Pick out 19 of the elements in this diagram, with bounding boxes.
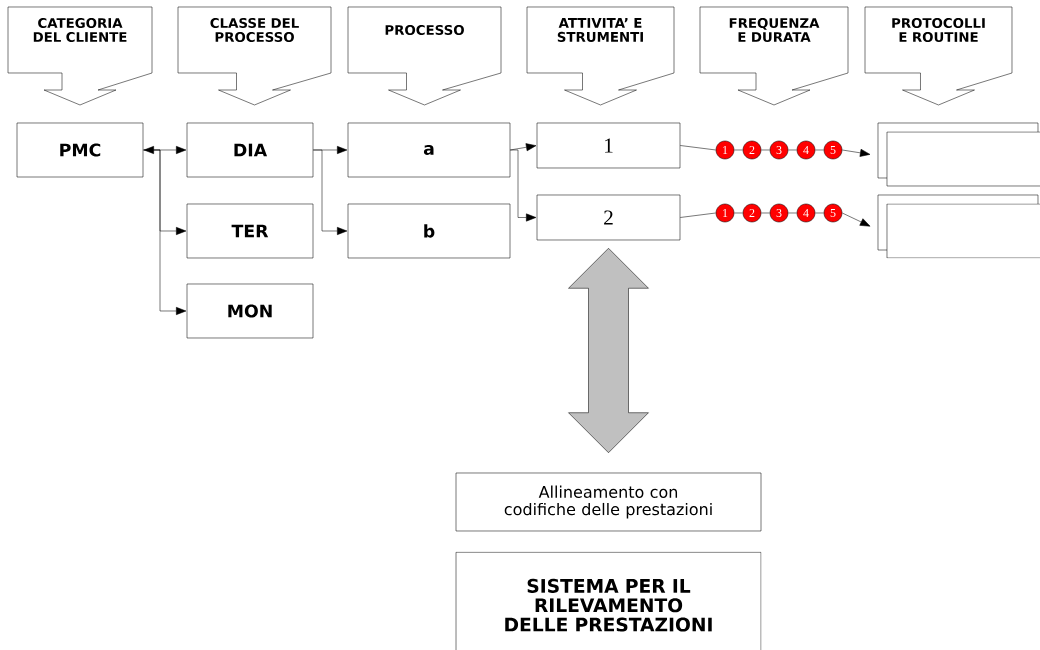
process-box: MON bbox=[186, 283, 314, 339]
connector-arrow bbox=[842, 148, 871, 157]
process-box: TER bbox=[186, 203, 314, 259]
process-box: a bbox=[347, 122, 511, 178]
connector-arrow bbox=[313, 149, 348, 235]
process-box: PMC bbox=[16, 122, 144, 178]
process-box: Allineamento con codifiche delle prestazioni bbox=[455, 472, 762, 532]
process-box: b bbox=[347, 203, 511, 259]
process-box: 2 bbox=[536, 194, 681, 241]
stacked-box bbox=[877, 122, 1040, 187]
stacked-box bbox=[877, 194, 1040, 259]
connector-arrow bbox=[510, 149, 537, 222]
double-arrow bbox=[568, 248, 649, 453]
process-box: DIA bbox=[186, 122, 314, 178]
connector-arrow bbox=[143, 146, 187, 154]
connector-arrow bbox=[143, 149, 187, 315]
process-box: SISTEMA PER IL RILEVAMENTO DELLE PRESTAZIONI bbox=[455, 552, 762, 650]
connector-arrow bbox=[842, 212, 871, 227]
process-box: 1 bbox=[536, 122, 681, 169]
